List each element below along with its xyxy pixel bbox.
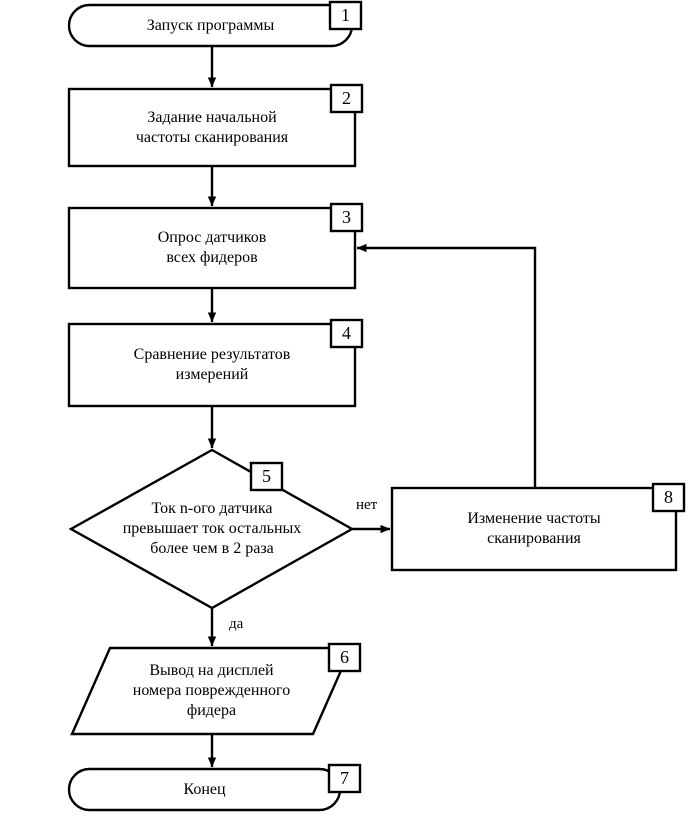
node-shape-n7[interactable]: [67, 767, 342, 812]
node-badge-box-n8: [651, 482, 686, 513]
node-badge-box-n2: [329, 83, 364, 114]
node-shape-n6[interactable]: [70, 646, 353, 736]
node-badge-box-n3: [329, 202, 364, 233]
node-shape-n3[interactable]: [67, 206, 357, 290]
node-shape-n4[interactable]: [67, 322, 357, 408]
node-shape-n1[interactable]: [67, 3, 354, 48]
node-shape-n5[interactable]: [68, 448, 355, 610]
node-badge-box-n5: [249, 461, 284, 492]
node-badge-box-n1: [328, 0, 363, 31]
edge-n8-n3-feedback: [356, 243, 537, 488]
node-shape-n8[interactable]: [390, 486, 678, 572]
node-badge-box-n7: [327, 763, 362, 794]
node-badge-box-n6: [327, 642, 362, 673]
node-badge-box-n4: [329, 318, 364, 349]
node-shape-n2[interactable]: [67, 87, 357, 168]
